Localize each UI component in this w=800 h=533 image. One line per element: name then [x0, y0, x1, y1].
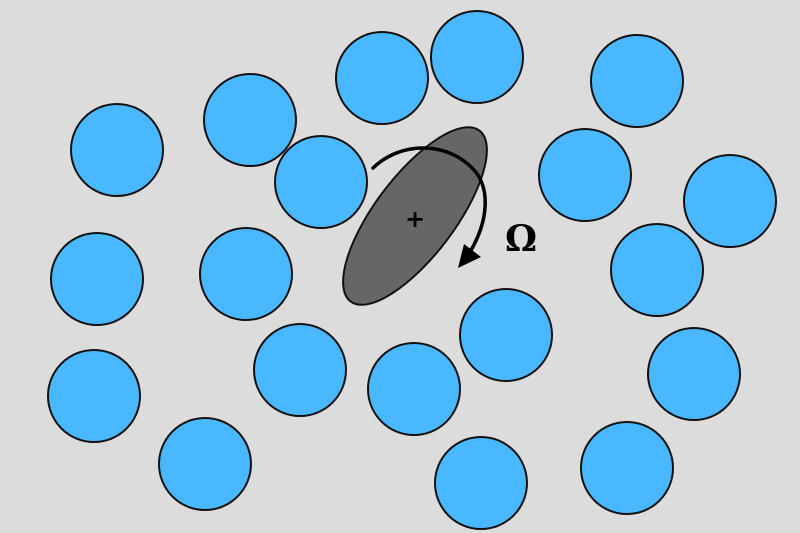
particle — [610, 223, 704, 317]
particle — [199, 227, 293, 321]
ellipse-center-mark: + — [405, 205, 425, 233]
particle — [50, 232, 144, 326]
rotation-arrow-arc — [371, 146, 487, 254]
particle — [47, 349, 141, 443]
rotating-ellipse — [342, 126, 488, 306]
particles-group — [47, 10, 777, 530]
curved-arrow-icon — [371, 146, 487, 268]
particle — [430, 10, 524, 104]
particle — [538, 128, 632, 222]
particle — [459, 288, 553, 382]
particle — [158, 417, 252, 511]
particle — [253, 323, 347, 417]
particle — [274, 135, 368, 229]
rotation-arrow-head — [458, 244, 481, 268]
particle — [580, 421, 674, 515]
rotation-label: Ω — [505, 218, 537, 260]
particle — [335, 31, 429, 125]
particle — [203, 73, 297, 167]
particle — [647, 327, 741, 421]
particle — [367, 342, 461, 436]
particle — [683, 154, 777, 248]
particle — [590, 34, 684, 128]
particle — [70, 103, 164, 197]
particle — [434, 436, 528, 530]
